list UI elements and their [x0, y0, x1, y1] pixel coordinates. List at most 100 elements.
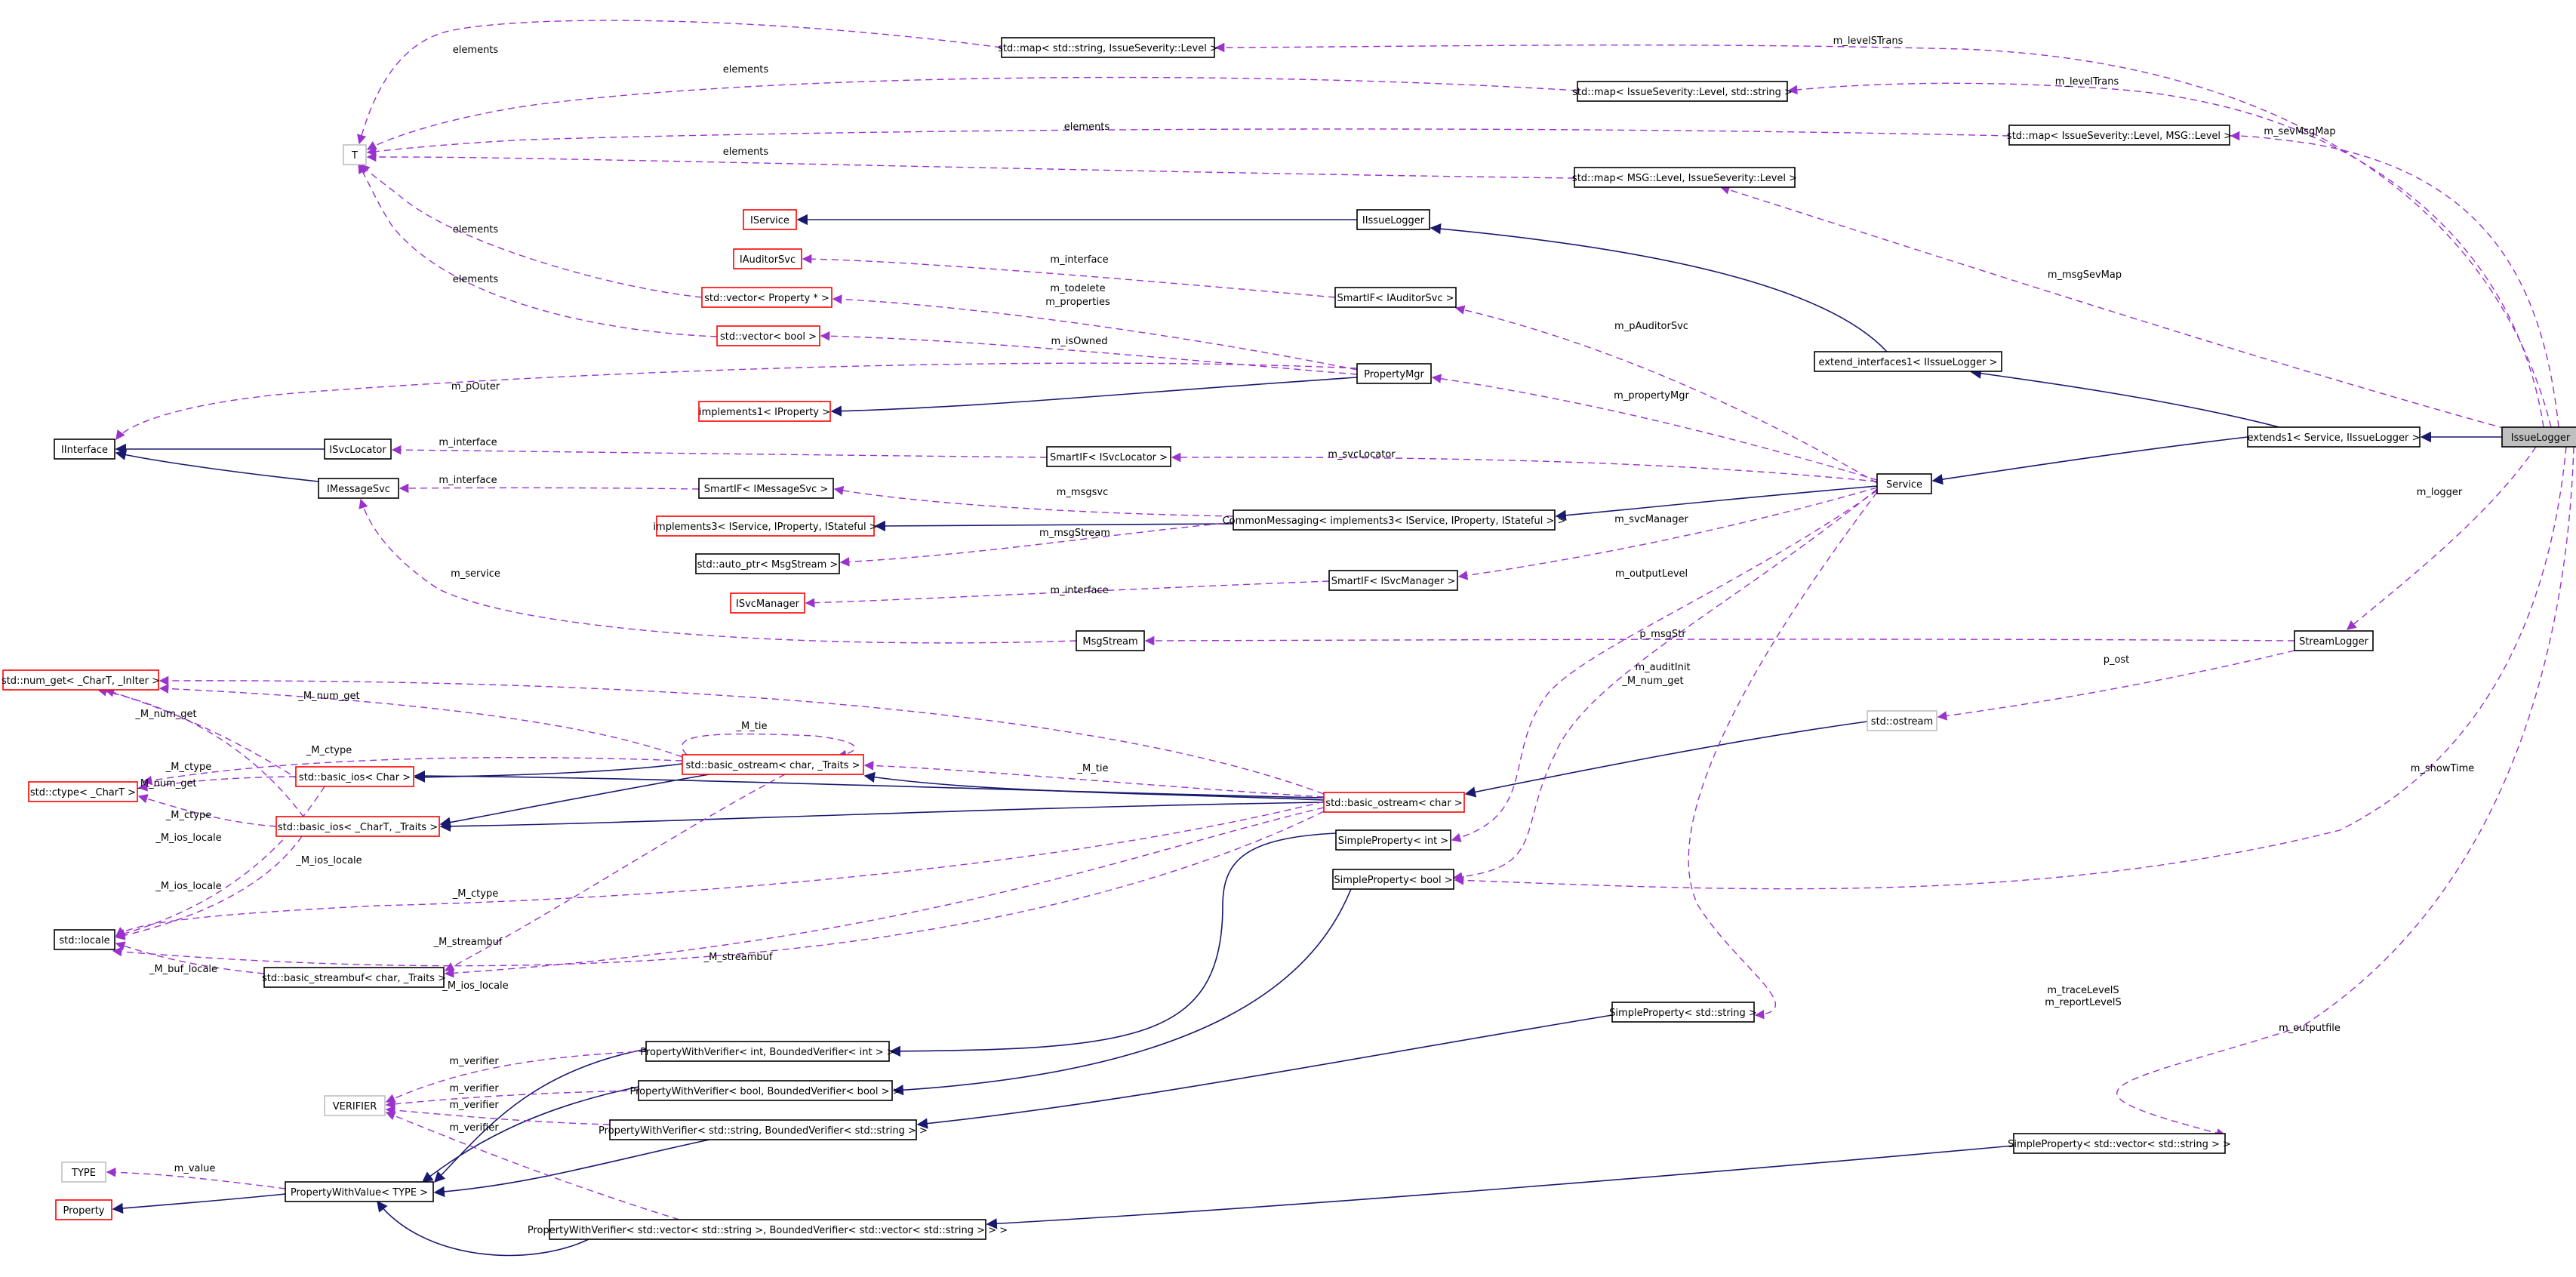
usage-edge	[682, 733, 856, 759]
node-basic-ostream-char[interactable]: std::basic_ostream< char >	[1323, 792, 1465, 813]
node-basic-ostream-traits[interactable]: std::basic_ostream< char, _Traits >	[682, 754, 864, 775]
usage-edge	[863, 761, 1325, 798]
node-label: IAuditorSvc	[740, 254, 796, 266]
edge-label-m-ios-locale-1: _M_ios_locale	[155, 832, 221, 844]
inheritance-edge	[414, 763, 683, 783]
node-msgstream[interactable]: MsgStream	[1076, 630, 1145, 651]
node-box	[656, 515, 875, 537]
edge-label-m-num-get-1: _M_num_get	[1621, 675, 1683, 687]
edge-label-elements-2: elements	[723, 64, 769, 75]
node-ctype[interactable]: std::ctype< _CharT >	[28, 781, 138, 802]
node-implements1-iproperty[interactable]: implements1< IProperty >	[698, 401, 831, 422]
node-map-leveltrans[interactable]: std::map< IssueSeverity::Level, std::str…	[1572, 81, 1793, 102]
node-map-levelstrans[interactable]: std::map< std::string, IssueSeverity::Le…	[998, 37, 1218, 58]
usage-edge	[820, 331, 1358, 375]
edge-label-m-verifier-3: m_verifier	[449, 1100, 499, 1111]
node-property[interactable]: Property	[55, 1199, 112, 1220]
node-box	[2247, 426, 2421, 448]
usage-edge	[356, 20, 1002, 145]
edge-label-m-pouter: m_pOuter	[451, 381, 500, 392]
node-smartif-isvcmanager[interactable]: SmartIF< ISvcManager >	[1328, 570, 1458, 591]
node-label: Property	[63, 1205, 104, 1217]
usage-edge	[832, 294, 1358, 371]
edge-label-m-buf-locale: _M_buf_locale	[149, 964, 217, 975]
node-commonmessaging[interactable]: CommonMessaging< implements3< IService, …	[1223, 509, 1566, 531]
node-pwv-bool[interactable]: PropertyWithVerifier< bool, BoundedVerif…	[629, 1080, 901, 1101]
node-propertywithvalue[interactable]: PropertyWithValue< TYPE >	[285, 1181, 434, 1202]
inheritance-edge	[1931, 436, 2248, 485]
node-t[interactable]: T	[343, 144, 367, 165]
node-basic-streambuf[interactable]: std::basic_streambuf< char, _Traits >	[262, 967, 446, 988]
node-box	[698, 478, 834, 499]
edge-label-m-reportlevels: m_reportLevelS	[2045, 997, 2121, 1008]
edge-label-m-verifier-4: m_verifier	[449, 1122, 499, 1134]
node-label: SmartIF< IMessageSvc >	[704, 484, 829, 495]
edge-label-m-tie-1: _M_tie	[736, 721, 768, 732]
edge-label-m-todelete: m_todelete	[1050, 283, 1105, 294]
node-pwv-string[interactable]: PropertyWithVerifier< std::string, Bound…	[599, 1119, 928, 1140]
node-auto-ptr-msgstream[interactable]: std::auto_ptr< MsgStream >	[695, 553, 840, 574]
node-box	[2008, 125, 2230, 146]
node-box	[645, 1041, 890, 1062]
node-iinterface[interactable]: IInterface	[54, 438, 115, 460]
inheritance-edge	[889, 832, 1337, 1057]
edge-label-m-interface-msgsvc: m_interface	[439, 475, 497, 486]
node-extends1[interactable]: extends1< Service, IIssueLogger >	[2247, 426, 2421, 448]
node-label: std::map< IssueSeverity::Level, MSG::Lev…	[2007, 131, 2232, 142]
node-simpleproperty-string[interactable]: SimpleProperty< std::string >	[1609, 1002, 1757, 1023]
node-iauditorsvc[interactable]: IAuditorSvc	[733, 248, 802, 269]
node-vector-property[interactable]: std::vector< Property * >	[701, 287, 833, 308]
node-verifier[interactable]: VERIFIER	[324, 1095, 386, 1116]
node-pwv-vector[interactable]: PropertyWithVerifier< std::vector< std::…	[528, 1219, 1008, 1240]
usage-edge	[115, 801, 1325, 937]
node-issuelogger[interactable]: IssueLogger	[2501, 426, 2576, 448]
node-smartif-imessagesvc[interactable]: SmartIF< IMessageSvc >	[698, 478, 834, 499]
node-basic-ios-traits[interactable]: std::basic_ios< _CharT, _Traits >	[275, 816, 440, 837]
node-label: MsgStream	[1082, 636, 1137, 648]
edge-label-m-sevmsgmap: m_sevMsgMap	[2264, 126, 2335, 137]
node-imessagesvc[interactable]: IMessageSvc	[318, 478, 399, 499]
edge-label-m-verifier-1: m_verifier	[449, 1056, 499, 1067]
node-box	[1323, 792, 1465, 813]
node-box	[1574, 167, 1796, 188]
node-vector-bool[interactable]: std::vector< bool >	[716, 325, 820, 346]
node-simpleproperty-bool[interactable]: SimpleProperty< bool >	[1332, 869, 1454, 890]
node-map-sevmsgmap[interactable]: std::map< IssueSeverity::Level, MSG::Lev…	[2007, 125, 2232, 146]
edge-label-elements-1: elements	[453, 45, 499, 56]
node-simpleproperty-int[interactable]: SimpleProperty< int >	[1335, 829, 1451, 851]
node-streamlogger[interactable]: StreamLogger	[2294, 630, 2374, 651]
usage-edge	[2347, 446, 2537, 630]
node-iissuelogger[interactable]: IIssueLogger	[1356, 209, 1430, 230]
node-box	[638, 1080, 893, 1101]
node-propertymgr[interactable]: PropertyMgr	[1356, 363, 1432, 384]
node-smartif-iauditorsvc[interactable]: SmartIF< IAuditorSvc >	[1334, 287, 1457, 308]
usage-edge	[158, 684, 683, 758]
edge-label-m-streambuf-2: _M_streambuf	[703, 952, 773, 963]
node-isvclocator[interactable]: ISvcLocator	[324, 438, 392, 460]
node-smartif-isvclocator[interactable]: SmartIF< ISvcLocator >	[1046, 446, 1171, 467]
node-label: T	[351, 150, 358, 162]
node-service[interactable]: Service	[1876, 473, 1932, 494]
usage-edge	[137, 794, 277, 827]
node-extend-interfaces1[interactable]: extend_interfaces1< IIssueLogger >	[1814, 351, 2002, 372]
node-num-get[interactable]: std::num_get< _CharT, _InIter >	[2, 669, 160, 691]
node-basic-ios-char[interactable]: std::basic_ios< Char >	[295, 766, 414, 787]
node-map-msgsevmap[interactable]: std::map< MSG::Level, IssueSeverity::Lev…	[1572, 167, 1797, 188]
node-locale[interactable]: std::locale	[54, 929, 115, 950]
inheritance-edge	[1970, 368, 2280, 428]
node-label: SmartIF< IAuditorSvc >	[1337, 293, 1454, 304]
inheritance-edge	[115, 449, 319, 482]
usage-edge	[115, 786, 325, 939]
node-iservice[interactable]: IService	[743, 209, 797, 230]
inheritance-edge	[439, 802, 1325, 832]
node-simpleproperty-vector[interactable]: SimpleProperty< std::vector< std::string…	[2008, 1133, 2231, 1154]
node-label: TYPE	[71, 1168, 96, 1179]
node-box	[730, 592, 805, 614]
node-isvcmanager[interactable]: ISvcManager	[730, 592, 805, 614]
node-ostream[interactable]: std::ostream	[1867, 710, 1937, 731]
node-pwv-int[interactable]: PropertyWithVerifier< int, BoundedVerifi…	[640, 1041, 895, 1062]
usage-edge	[115, 835, 303, 940]
node-implements3[interactable]: implements3< IService, IProperty, IState…	[653, 515, 878, 537]
node-type[interactable]: TYPE	[61, 1162, 106, 1183]
edge-label-m-outputlevel: m_outputLevel	[1615, 568, 1688, 580]
